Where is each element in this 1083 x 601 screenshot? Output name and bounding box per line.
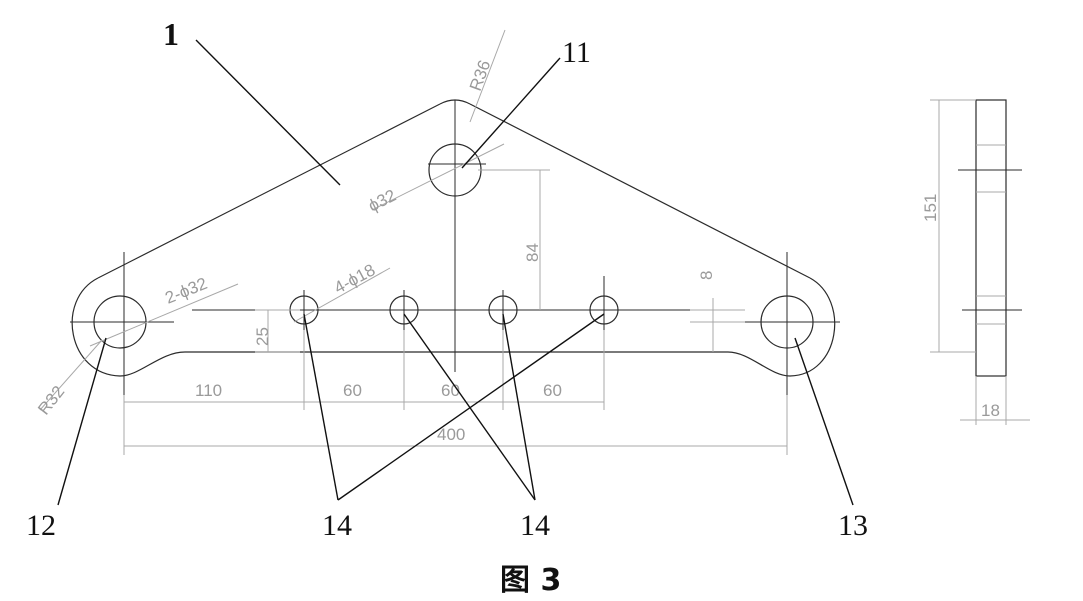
callout-14-left: 14	[322, 509, 352, 542]
center-lines	[70, 100, 840, 395]
dim-r36: R36	[466, 58, 495, 94]
callout-12: 12	[26, 509, 56, 542]
callout-13: 13	[838, 509, 868, 542]
dim-18: 18	[981, 401, 1000, 420]
plate-outline	[71, 99, 836, 377]
dim-84: 84	[523, 243, 542, 262]
dim-60-a: 60	[343, 381, 362, 400]
dim-8: 8	[697, 271, 716, 280]
dimension-lines	[39, 29, 788, 455]
figure-caption: 图 3	[500, 563, 561, 598]
dim-phi32: ϕ32	[365, 186, 399, 216]
dim-151: 151	[921, 194, 940, 222]
dim-60-c: 60	[543, 381, 562, 400]
callout-14-right: 14	[520, 509, 550, 542]
dim-400: 400	[437, 425, 465, 444]
dim-25: 25	[253, 327, 272, 346]
callout-1: 1	[163, 16, 179, 52]
dim-r32: R32	[34, 382, 68, 418]
dim-2-phi32: 2-ϕ32	[162, 274, 209, 308]
dim-110: 110	[195, 381, 222, 400]
callout-numbers: 1 11 12 14 14 13	[26, 16, 868, 542]
callout-11: 11	[562, 36, 591, 69]
leader-lines	[57, 39, 854, 506]
side-view: 151 18	[921, 99, 1030, 425]
dimension-texts: R36 ϕ32 2-ϕ32 4-ϕ18 R32 84 8 25 110 60 6…	[34, 58, 716, 444]
dim-4-phi18: 4-ϕ18	[331, 260, 378, 297]
